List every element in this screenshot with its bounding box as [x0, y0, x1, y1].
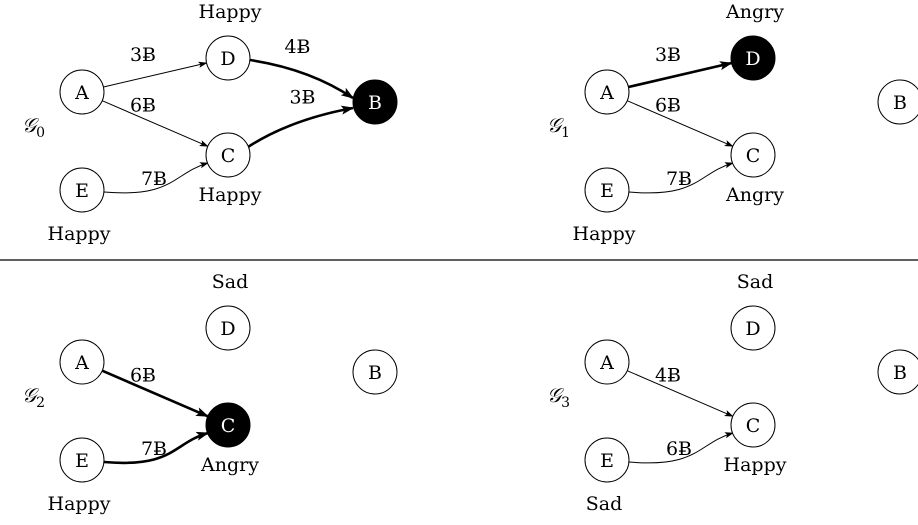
node-A [59, 69, 105, 115]
node-label-B: B [368, 92, 382, 114]
edge-A-C [627, 100, 734, 147]
graph-label-subscript: 2 [36, 395, 45, 411]
edge-E-C [103, 431, 210, 465]
edge-label-A-C: 6Ƀ [130, 365, 156, 387]
edge-label-D-B: 4Ƀ [284, 36, 310, 58]
edge-label-A-D: 3Ƀ [655, 44, 681, 66]
node-D [730, 305, 776, 351]
node-label-B: B [368, 362, 382, 384]
node-A [584, 339, 630, 385]
node-label-D: D [745, 48, 760, 70]
node-D [205, 35, 251, 81]
node-C [205, 132, 251, 178]
graph-label: 𝒢3 [547, 383, 570, 411]
graph-label: 𝒢0 [22, 113, 45, 141]
mood-label-D: Angry [725, 1, 784, 23]
node-D [730, 35, 776, 81]
edge-A-C [627, 370, 734, 417]
mood-label-D: Sad [737, 271, 774, 293]
mood-label-C: Angry [200, 454, 259, 476]
graph-label-symbol: 𝒢 [547, 383, 565, 407]
graph-label-symbol: 𝒢 [22, 383, 40, 407]
mood-label-C: Happy [724, 454, 787, 476]
graph-label-subscript: 0 [36, 125, 45, 141]
mood-label-E: Happy [48, 493, 111, 515]
node-label-A: A [599, 352, 614, 374]
node-label-B: B [893, 92, 907, 114]
node-label-B: B [893, 362, 907, 384]
node-E [59, 437, 105, 483]
mood-label-D: Happy [199, 1, 262, 23]
graph-label-symbol: 𝒢 [547, 113, 565, 137]
mood-label-D: Sad [212, 271, 249, 293]
node-label-C: C [221, 145, 236, 167]
edge-E-C [628, 432, 734, 464]
edge-label-A-D: 3Ƀ [130, 44, 156, 66]
graph-label: 𝒢1 [547, 113, 570, 141]
edge-C-B [247, 105, 355, 149]
node-C [730, 402, 776, 448]
mood-label-C: Angry [725, 184, 784, 206]
mood-label-C: Happy [199, 184, 262, 206]
edge-label-A-C: 6Ƀ [655, 95, 681, 117]
edge-label-C-B: 3Ƀ [289, 87, 315, 109]
node-E [584, 167, 630, 213]
node-label-D: D [220, 318, 235, 340]
graph-label: 𝒢2 [22, 383, 45, 411]
edge-label-E-C: 7Ƀ [141, 438, 167, 460]
edge-A-C [102, 100, 209, 147]
edge-label-E-C: 7Ƀ [141, 168, 167, 190]
node-A [584, 69, 630, 115]
node-label-C: C [221, 415, 236, 437]
node-label-A: A [74, 352, 89, 374]
edge-A-C [101, 369, 209, 418]
node-label-E: E [600, 180, 614, 202]
node-label-A: A [599, 82, 614, 104]
node-B [877, 349, 918, 395]
edge-E-C [628, 162, 734, 194]
node-E [59, 167, 105, 213]
edge-D-B [249, 58, 355, 100]
node-label-C: C [746, 415, 761, 437]
node-label-D: D [745, 318, 760, 340]
edge-label-A-C: 6Ƀ [130, 95, 156, 117]
graph-label-subscript: 3 [561, 395, 570, 411]
graph-label-subscript: 1 [561, 125, 570, 141]
node-E [584, 437, 630, 483]
edge-label-E-C: 6Ƀ [666, 438, 692, 460]
node-C [730, 132, 776, 178]
node-label-A: A [74, 82, 89, 104]
edge-label-A-C: 4Ƀ [655, 365, 681, 387]
edge-A-D [628, 61, 733, 89]
mood-label-E: Happy [573, 223, 636, 245]
edge-label-E-C: 7Ƀ [666, 168, 692, 190]
node-B [352, 349, 398, 395]
node-B [352, 79, 398, 125]
edge-A-D [103, 61, 208, 88]
mood-label-E: Happy [48, 223, 111, 245]
node-A [59, 339, 105, 385]
node-C [205, 402, 251, 448]
edge-E-C [103, 162, 209, 194]
node-B [877, 79, 918, 125]
mood-label-E: Sad [586, 493, 623, 515]
node-label-C: C [746, 145, 761, 167]
graph-label-symbol: 𝒢 [22, 113, 40, 137]
node-label-E: E [75, 180, 89, 202]
node-label-D: D [220, 48, 235, 70]
node-label-E: E [75, 450, 89, 472]
node-D [205, 305, 251, 351]
node-label-E: E [600, 450, 614, 472]
